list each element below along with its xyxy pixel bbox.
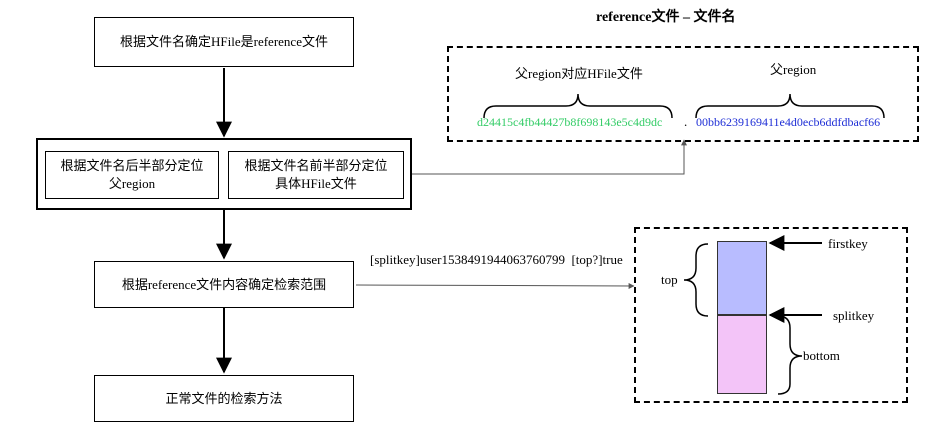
- brace-right: [695, 93, 885, 119]
- reference-content-text: [splitkey]user1538491944063760799 [top?]…: [370, 252, 623, 267]
- bottom-label: bottom: [803, 348, 840, 363]
- filename-separator: .: [684, 114, 688, 129]
- arrow-to-filename-panel: [412, 139, 687, 175]
- filename-panel-title: reference文件 – 文件名: [596, 10, 736, 25]
- top-label: top: [661, 272, 678, 287]
- filename-right-value: 00bb6239169411e4d0ecb6ddfdbacf66: [696, 115, 881, 129]
- splitkey-label: splitkey: [833, 308, 875, 323]
- step3-box: 根据reference文件内容确定检索范围: [94, 261, 354, 308]
- step2-right-box: 根据文件名前半部分定位 具体HFile文件: [228, 151, 404, 199]
- top-segment: [717, 241, 767, 315]
- brace-top: [683, 243, 709, 317]
- step2-left-box: 根据文件名后半部分定位 父region: [45, 151, 219, 199]
- step1-box: 根据文件名确定HFile是reference文件: [94, 17, 354, 67]
- filename-panel: [447, 46, 919, 142]
- bottom-segment: [717, 315, 767, 394]
- brace-bottom: [777, 315, 803, 395]
- filename-left-value: d24415c4fb44427b8f698143e5c4d9dc: [477, 115, 663, 129]
- arrow-to-range-panel: [355, 282, 635, 289]
- filename-right-label: 父region: [770, 62, 817, 77]
- brace-left: [483, 93, 673, 119]
- range-panel: [634, 227, 908, 403]
- firstkey-label: firstkey: [828, 236, 868, 251]
- step4-box: 正常文件的检索方法: [94, 375, 354, 422]
- filename-left-label: 父region对应HFile文件: [515, 66, 643, 81]
